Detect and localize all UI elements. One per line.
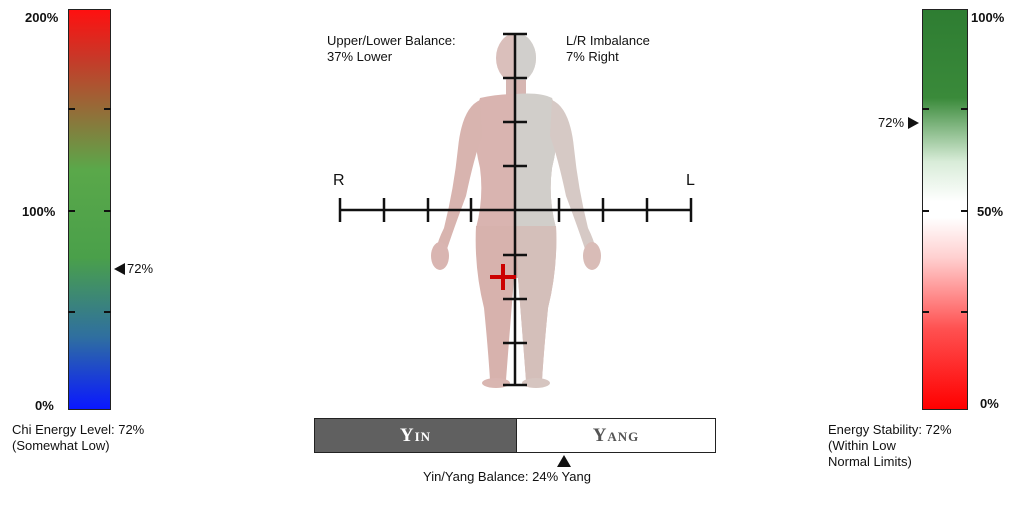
chi-caption-line2: (Somewhat Low)	[12, 438, 110, 453]
stability-caption: Energy Stability: 72% (Within Low Normal…	[828, 422, 952, 470]
chi-marker-label: 72%	[127, 261, 154, 276]
energy-stability-bar	[922, 9, 968, 410]
chi-tick	[104, 311, 111, 313]
stability-label-0: 0%	[980, 396, 999, 411]
chi-level-marker: 72%	[113, 261, 153, 277]
triangle-right-icon	[908, 117, 920, 129]
stability-label-100: 100%	[971, 10, 1005, 25]
chi-caption: Chi Energy Level: 72% (Somewhat Low)	[12, 422, 144, 454]
stability-caption-line3: Normal Limits)	[828, 454, 912, 469]
balance-point-marker	[490, 264, 516, 290]
stability-tick	[961, 210, 968, 212]
triangle-up-icon	[557, 455, 571, 467]
stability-caption-line1: Energy Stability: 72%	[828, 422, 952, 437]
stability-tick	[961, 108, 968, 110]
chi-label-100: 100%	[22, 204, 56, 219]
chi-label-200: 200%	[25, 10, 59, 25]
chi-tick	[104, 210, 111, 212]
stability-level-marker: 72%	[878, 115, 920, 131]
stability-tick	[922, 311, 929, 313]
stability-caption-line2: (Within Low	[828, 438, 896, 453]
yang-segment: Yang	[517, 419, 715, 452]
upper-lower-title: Upper/Lower Balance:	[327, 33, 456, 48]
yin-segment: Yin	[315, 419, 517, 452]
chi-label-0: 0%	[35, 398, 54, 413]
yin-yang-bar: Yin Yang	[314, 418, 716, 453]
horizontal-balance-axis	[338, 198, 693, 222]
chi-tick	[104, 108, 111, 110]
lr-value: 7% Right	[566, 49, 619, 64]
chi-tick	[68, 108, 75, 110]
stability-tick	[961, 311, 968, 313]
chi-tick	[68, 311, 75, 313]
chi-energy-bar	[68, 9, 111, 410]
upper-lower-value: 37% Lower	[327, 49, 393, 64]
axis-right-side-label: R	[333, 172, 345, 189]
lr-title: L/R Imbalance	[566, 33, 650, 48]
yin-yang-caption: Yin/Yang Balance: 24% Yang	[423, 469, 591, 484]
upper-lower-balance: Upper/Lower Balance: 37% Lower	[327, 33, 456, 65]
axis-left-side-label: L	[686, 172, 695, 189]
chi-caption-line1: Chi Energy Level: 72%	[12, 422, 145, 437]
chi-tick	[68, 210, 75, 212]
triangle-left-icon	[114, 263, 125, 275]
stability-label-50: 50%	[977, 204, 1004, 219]
stability-tick	[922, 210, 929, 212]
lr-imbalance: L/R Imbalance 7% Right	[566, 33, 650, 65]
body-balance-diagram	[338, 32, 693, 388]
stability-tick	[922, 108, 929, 110]
stability-marker-label: 72%	[878, 115, 905, 130]
